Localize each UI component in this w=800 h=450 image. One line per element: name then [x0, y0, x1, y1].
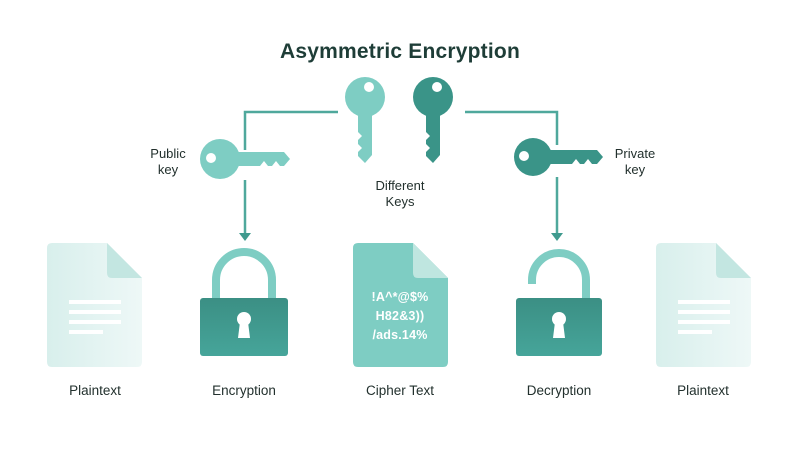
- cipher-line: /ads.14%: [372, 328, 428, 342]
- stage-label-encryption: Encryption: [212, 383, 276, 398]
- private-key-label-line1: Private: [614, 146, 656, 161]
- stage-label-cipher-text: Cipher Text: [365, 383, 435, 398]
- lock-open-icon: [516, 249, 602, 356]
- different-keys-line1: Different: [375, 178, 425, 193]
- lock-closed-icon: [200, 248, 288, 356]
- plaintext-document-icon-right: [656, 243, 751, 367]
- cipher-line: H82&3)): [375, 309, 425, 323]
- public-key-label-line1: Public: [150, 146, 186, 161]
- stage-label-plaintext-right: Plaintext: [677, 383, 729, 398]
- arrow-down-right-icon: [551, 233, 563, 241]
- cipher-line: !A^*@$%: [371, 290, 429, 304]
- cipher-text-content: !A^*@$% H82&3)) /ads.14%: [355, 288, 445, 345]
- different-keys-line2: Keys: [385, 194, 415, 209]
- connector-left: [243, 110, 338, 237]
- dark-key-icon: [413, 77, 453, 163]
- stage-label-decryption: Decryption: [526, 383, 592, 398]
- cipher-document-icon: [353, 243, 448, 367]
- plaintext-document-icon: [47, 243, 142, 367]
- diagram-title: Asymmetric Encryption: [280, 40, 520, 63]
- public-key-label: Public key: [138, 146, 198, 178]
- stage-label-plaintext: Plaintext: [69, 383, 121, 398]
- private-key-icon: [514, 138, 603, 176]
- different-keys-label: Different Keys: [355, 178, 445, 210]
- private-key-label-line2: key: [624, 162, 646, 177]
- private-key-label: Private key: [605, 146, 665, 178]
- light-key-icon: [345, 77, 385, 163]
- public-key-label-line2: key: [157, 162, 179, 177]
- arrow-down-left-icon: [239, 233, 251, 241]
- public-key-icon: [200, 139, 290, 179]
- connector-right: [465, 110, 559, 237]
